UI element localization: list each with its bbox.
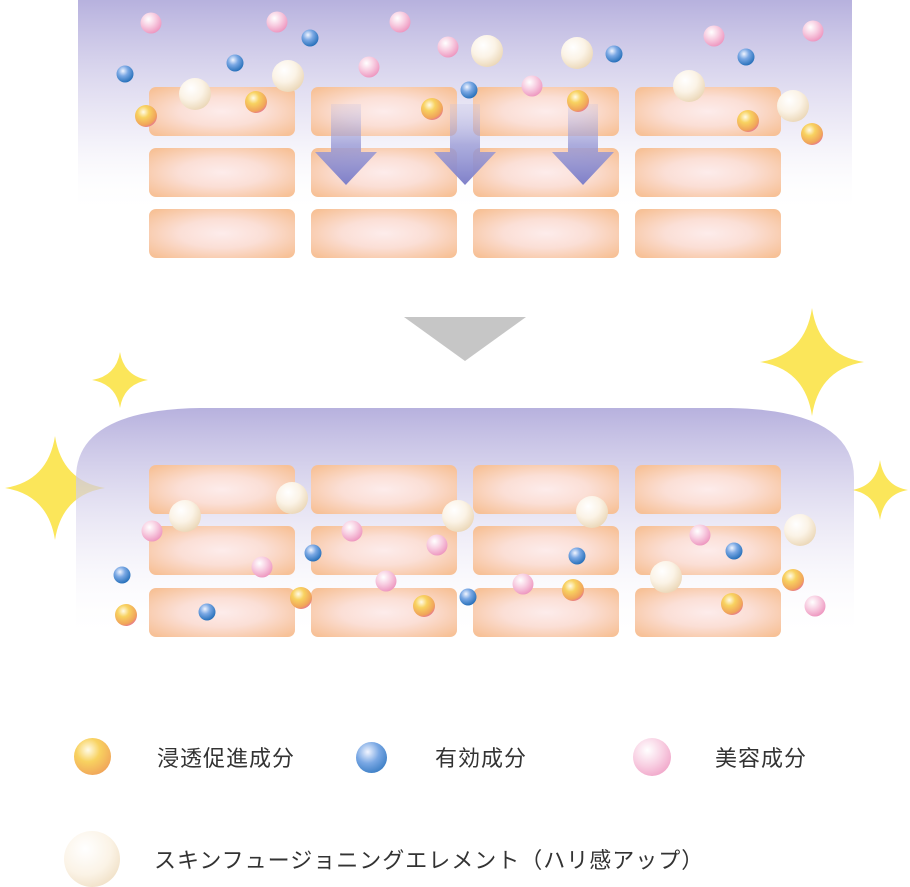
transition-arrow: [404, 317, 526, 361]
pearl-particle: [442, 500, 474, 532]
skin-cell: [149, 588, 295, 637]
blue-particle: [301, 29, 319, 47]
orange-particle-icon: [74, 738, 111, 775]
skin-cell: [149, 148, 295, 197]
legend-label-pearl: スキンフュージョニングエレメント（ハリ感アップ）: [154, 849, 705, 874]
blue-particle: [113, 566, 131, 584]
pink-particle: [389, 11, 411, 33]
pearl-particle: [561, 37, 593, 69]
orange-particle: [135, 105, 157, 127]
sparkle-icon: [5, 436, 105, 540]
legend-label-pink: 美容成分: [715, 747, 808, 772]
skin-cell: [473, 526, 619, 575]
pink-particle: [341, 520, 363, 542]
skin-cell: [473, 209, 619, 258]
orange-particle: [115, 604, 137, 626]
skin-cell: [635, 209, 781, 258]
sparkles: [5, 308, 908, 540]
pink-particle: [358, 56, 380, 78]
pearl-particle: [784, 514, 816, 546]
pink-particle: [251, 556, 273, 578]
down-arrow-icon: [434, 104, 496, 185]
blue-particle: [725, 542, 743, 560]
orange-particle: [290, 587, 312, 609]
down-arrow-icon: [552, 104, 614, 185]
particles-before: [116, 11, 824, 145]
skin-cell: [311, 465, 457, 514]
skin-cell: [311, 209, 457, 258]
pearl-particle: [276, 482, 308, 514]
blue-particle-icon: [356, 741, 387, 773]
legend-item-pink: 美容成分: [633, 738, 807, 776]
pink-particle-icon: [633, 738, 671, 776]
blue-particle: [304, 544, 322, 562]
blue-particle: [116, 65, 134, 83]
orange-particle: [562, 579, 584, 601]
pink-particle: [426, 534, 448, 556]
orange-particle: [421, 98, 443, 120]
pink-particle: [140, 12, 162, 34]
legend-item-pearl: スキンフュージョニングエレメント（ハリ感アップ）: [64, 831, 704, 887]
skin-cell: [311, 588, 457, 637]
skin-cell: [635, 87, 781, 136]
penetration-arrows: [315, 104, 614, 185]
pink-particle: [141, 520, 163, 542]
blue-particle: [459, 588, 477, 606]
orange-particle: [801, 123, 823, 145]
pink-particle: [689, 524, 711, 546]
skin-cell: [473, 588, 619, 637]
pink-particle: [804, 595, 826, 617]
pearl-particle: [650, 561, 682, 593]
pearl-particle-icon: [64, 831, 120, 887]
skin-cell: [149, 209, 295, 258]
pink-particle: [521, 75, 543, 97]
orange-particle: [782, 569, 804, 591]
sparkle-icon: [852, 460, 908, 520]
skin-cell: [149, 465, 295, 514]
pearl-particle: [179, 78, 211, 110]
blue-particle: [737, 48, 755, 66]
skin-cell: [149, 526, 295, 575]
blue-particle: [226, 54, 244, 72]
particles-after: [113, 482, 826, 626]
skin-cell: [635, 148, 781, 197]
down-arrow-icon: [315, 104, 377, 185]
orange-particle: [245, 91, 267, 113]
skin-cell: [635, 588, 781, 637]
skin-cell: [149, 87, 295, 136]
blue-particle: [198, 603, 216, 621]
skin-cell: [635, 465, 781, 514]
pearl-particle: [272, 60, 304, 92]
pink-particle: [703, 25, 725, 47]
orange-particle: [721, 593, 743, 615]
pink-particle: [266, 11, 288, 33]
legend-item-blue: 有効成分: [356, 741, 527, 773]
sparkle-icon: [760, 308, 864, 416]
pink-particle: [375, 570, 397, 592]
blue-particle: [568, 547, 586, 565]
pink-particle: [437, 36, 459, 58]
pearl-particle: [471, 35, 503, 67]
pearl-particle: [576, 496, 608, 528]
orange-particle: [567, 90, 589, 112]
pink-particle: [512, 573, 534, 595]
legend-label-orange: 浸透促進成分: [157, 746, 296, 772]
pearl-particle: [169, 500, 201, 532]
orange-particle: [737, 110, 759, 132]
sparkle-icon: [92, 352, 148, 408]
pink-particle: [802, 20, 824, 42]
blue-particle: [605, 45, 623, 63]
pearl-particle: [777, 90, 809, 122]
orange-particle: [413, 595, 435, 617]
legend-label-blue: 有効成分: [435, 747, 528, 772]
legend-item-orange: 浸透促進成分: [74, 738, 295, 775]
blue-particle: [460, 81, 478, 99]
pearl-particle: [673, 70, 705, 102]
